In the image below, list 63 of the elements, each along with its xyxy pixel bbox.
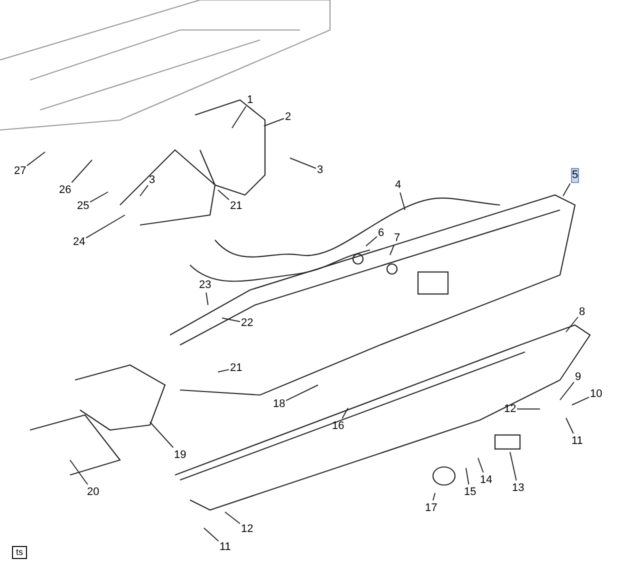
callout-number: 9	[575, 370, 582, 384]
leader-line	[206, 292, 208, 306]
callout-number: 14	[480, 474, 492, 486]
callout-number: 13	[512, 482, 524, 494]
callout-number: 16	[332, 420, 344, 432]
leader-line	[222, 318, 240, 322]
callout-number: 22	[241, 316, 254, 330]
leader-line	[224, 512, 240, 524]
callout-number: 11	[220, 540, 231, 554]
leader-line	[140, 184, 148, 196]
leader-line	[90, 192, 108, 203]
callout-number: 25	[77, 200, 90, 212]
leader-line	[562, 183, 571, 196]
callout-number: 26	[59, 184, 72, 196]
leader-line	[286, 384, 318, 402]
leader-line	[342, 408, 348, 419]
leader-line	[566, 418, 574, 434]
leader-line	[218, 190, 230, 200]
leader-line	[572, 396, 590, 406]
callout-number: 3	[317, 164, 324, 176]
leader-line	[204, 528, 219, 542]
leader-line	[150, 422, 174, 448]
leader-line	[400, 192, 406, 210]
leader-line	[218, 369, 230, 372]
callout-number: 1	[247, 94, 254, 106]
callout-number: 5	[571, 168, 580, 182]
leader-line	[566, 316, 578, 332]
leader-line	[232, 106, 246, 128]
callout-number: 19	[174, 448, 186, 462]
leader-line	[264, 118, 284, 126]
leader-line	[516, 408, 540, 410]
leader-line	[390, 245, 394, 256]
callout-number: 21	[230, 362, 242, 374]
leader-line	[366, 236, 378, 246]
callout-number: 11	[572, 434, 583, 448]
leader-line	[478, 458, 484, 473]
callout-number: 4	[395, 178, 402, 192]
leader-line	[290, 158, 316, 169]
leader-line	[560, 382, 574, 400]
callout-number: 24	[73, 236, 86, 248]
callout-number: 7	[394, 232, 400, 244]
callout-number: 3	[149, 174, 156, 186]
leader-line	[26, 152, 46, 166]
leader-line	[86, 214, 126, 238]
callout-number: 21	[230, 200, 242, 212]
leader-line	[70, 460, 88, 485]
callout-number: 23	[199, 278, 212, 292]
leader-line	[432, 492, 436, 501]
callout-number: 2	[285, 110, 292, 124]
leader-line	[510, 452, 517, 481]
callout-number: 17	[425, 502, 438, 514]
corner-label: ts	[12, 546, 28, 559]
callout-number: 12	[504, 402, 516, 416]
callout-number: 12	[241, 522, 254, 536]
callout-number: 27	[14, 164, 26, 178]
callout-number: 8	[579, 306, 586, 318]
callout-number: 15	[464, 486, 476, 498]
callout-number: 6	[378, 226, 384, 240]
callout-number: 10	[590, 388, 602, 400]
callout-number: 20	[87, 486, 100, 498]
leader-line	[466, 468, 470, 485]
callout-number: 18	[273, 398, 286, 410]
leader-line	[71, 160, 92, 183]
